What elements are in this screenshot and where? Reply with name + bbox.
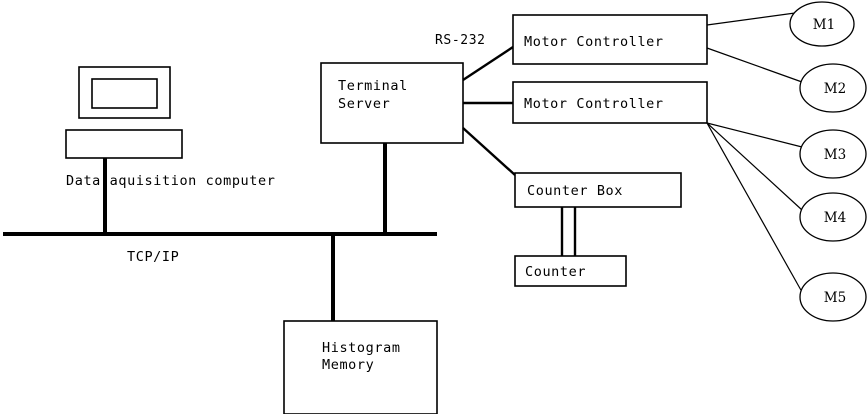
motor-label-m1: M1 [813,17,835,33]
motor-label-m3: M3 [824,147,846,163]
counter-box-label: Counter Box [527,183,623,199]
histogram-memory-box [283,320,438,414]
mc2-to-m4-link [706,122,803,211]
tcpip-bus-label: TCP/IP [127,249,179,265]
rs232-label: RS-232 [435,33,486,48]
motor-ellipse-m3 [799,129,867,179]
motor-label-m4: M4 [824,210,846,226]
mc1-to-m1-link [706,12,796,26]
terminal-server-label-line1: Terminal [338,78,408,94]
motor-controller-1-label: Motor Controller [524,34,664,50]
motor-ellipse-m4 [799,192,867,242]
mc1-to-m2-link [706,47,803,83]
counter-box [514,172,682,208]
motor-controller-1-box [512,14,708,65]
monitor-screen-shape [91,78,158,109]
terminal-server-box [320,62,464,144]
computer-caption-label: Data aquisition computer [66,173,275,189]
terminal-server-to-mc1-link [462,45,514,82]
motor-label-m5: M5 [824,290,846,306]
terminal-server-label-line2: Server [338,96,390,112]
mc2-to-m5-link [706,122,803,293]
computer-base-shape [65,129,183,159]
mc2-to-m3-link [706,122,803,148]
motor-ellipse-m2 [799,63,867,113]
histogram-memory-label-line1: Histogram [322,340,401,356]
counter-box-small [514,255,627,287]
counter-label: Counter [525,264,586,280]
motor-label-m2: M2 [824,81,846,97]
motor-controller-2-box [512,81,708,124]
motor-ellipse-m1 [789,1,855,47]
motor-ellipse-m5 [799,272,867,322]
histogram-memory-label-line2: Memory [322,357,374,373]
terminal-server-to-counter-box-link [462,127,516,176]
motor-controller-2-label: Motor Controller [524,96,664,112]
